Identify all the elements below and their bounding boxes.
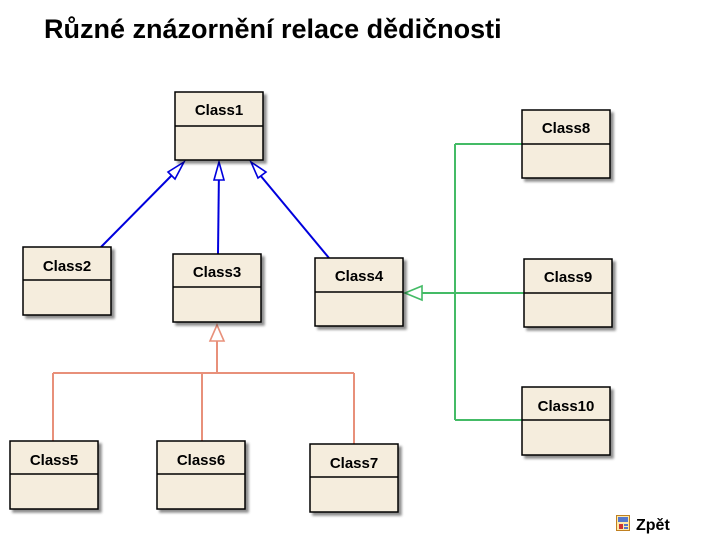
relation-class4-to-class1[interactable] (254, 168, 330, 259)
arrowhead-class4-class1 (249, 159, 268, 180)
document-icon (616, 515, 630, 531)
class-name: Class1 (195, 102, 243, 119)
back-link[interactable]: Zpět (616, 509, 670, 535)
class-box-class4[interactable]: Class4 (314, 257, 404, 327)
arrowhead-class3-class1 (212, 159, 226, 181)
relation-class2-to-class1[interactable] (100, 169, 178, 248)
class-box-class9[interactable]: Class9 (523, 258, 613, 328)
class-name: Class5 (30, 452, 78, 469)
class-box-class6[interactable]: Class6 (156, 440, 246, 510)
class-name: Class3 (193, 264, 241, 281)
class-box-class1[interactable]: Class1 (174, 91, 264, 161)
class-name: Class4 (335, 268, 384, 285)
class-name: Class2 (43, 258, 91, 275)
green-relations (422, 143, 524, 421)
class-name: Class9 (544, 269, 592, 286)
class-box-class5[interactable]: Class5 (9, 440, 99, 510)
class-box-class10[interactable]: Class10 (521, 386, 611, 456)
arrowhead-green-class4 (402, 284, 423, 302)
blue-relations (100, 167, 330, 259)
class-name: Class6 (177, 452, 225, 469)
class-box-class2[interactable]: Class2 (22, 246, 112, 316)
salmon-relations (52, 340, 355, 444)
class-name: Class8 (542, 120, 590, 137)
class-box-class3[interactable]: Class3 (172, 253, 262, 323)
arrowhead-tree-class3 (208, 323, 226, 342)
class-name: Class10 (538, 398, 595, 415)
page-title: Různé znázornění relace dědičnosti (44, 14, 502, 44)
back-label: Zpět (636, 517, 670, 534)
relation-class3-to-class1[interactable] (217, 167, 220, 255)
class-box-class7[interactable]: Class7 (309, 443, 399, 513)
class-box-class8[interactable]: Class8 (521, 109, 611, 179)
arrowhead-class2-class1 (166, 159, 187, 181)
class-name: Class7 (330, 455, 378, 472)
blue-arrowheads (166, 159, 268, 181)
